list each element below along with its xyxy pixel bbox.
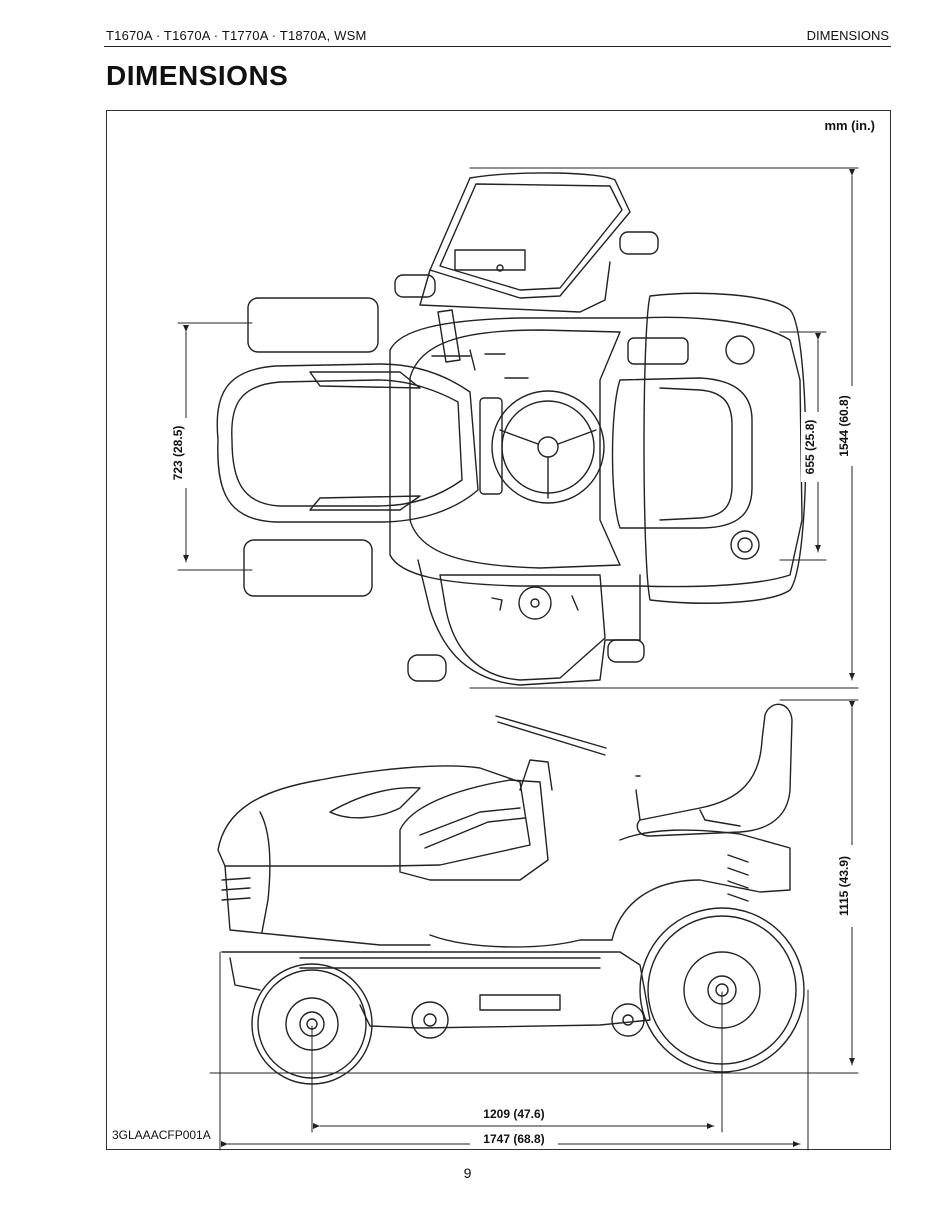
side-view-tractor [217, 703, 805, 1085]
wheelbase-label: 1209 (47.6) [483, 1107, 544, 1121]
rear-tread-label: 655 (25.8) [803, 420, 817, 475]
header-model-list: T1670A · T1670A · T1770A · T1870A, WSM [106, 28, 367, 43]
header-rule [104, 46, 891, 47]
overall-width-label: 1544 (60.8) [837, 395, 851, 456]
dimension-lines [177, 167, 859, 1151]
header-section-name: DIMENSIONS [806, 28, 889, 43]
figure-code: 3GLAAACFP001A [112, 1128, 211, 1142]
figure-frame [106, 110, 891, 1150]
overall-length-label: 1747 (68.8) [483, 1132, 544, 1146]
page-title: DIMENSIONS [106, 60, 289, 91]
top-view-tractor [216, 172, 807, 686]
overall-height-label: 1115 (43.9) [837, 856, 851, 916]
page-number: 9 [463, 1165, 472, 1181]
unit-label: mm (in.) [824, 118, 875, 133]
front-tread-label: 723 (28.5) [171, 426, 185, 481]
